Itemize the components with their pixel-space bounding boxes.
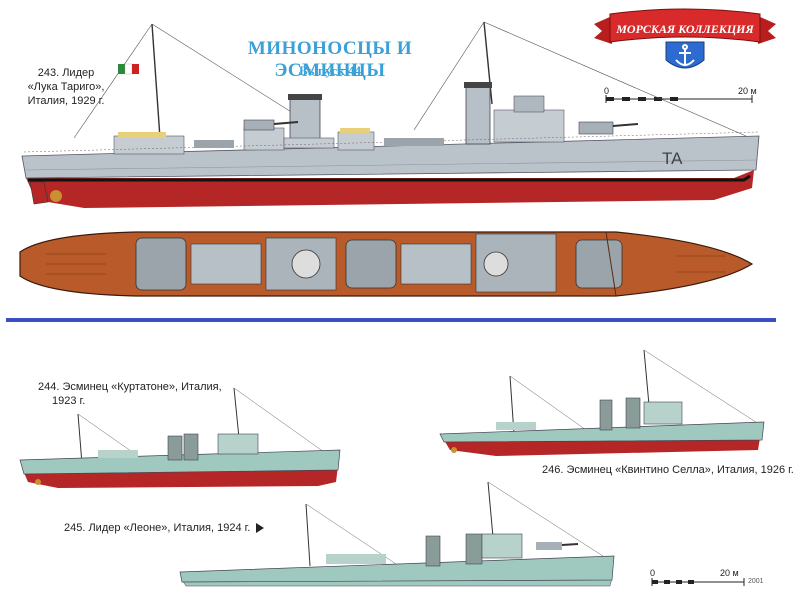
anchor-icon <box>675 44 695 66</box>
section-divider <box>6 318 776 322</box>
ship-243-profile: TA <box>21 21 760 208</box>
collection-logo: МОРСКАЯ КОЛЛЕКЦИЯ <box>594 8 776 69</box>
scale-bar-bottom: 0 20 м <box>650 568 760 590</box>
caption-ship-243: 243. Лидер «Лука Тариго», Италия, 1929 г… <box>27 67 105 107</box>
ship-244-profile <box>19 387 341 488</box>
page-title: МИНОНОСЦЫ И ЭСМИНЦЫ <box>247 38 413 81</box>
hull-marking-243: TA <box>662 149 683 168</box>
issue-number: Выпуск 44 <box>299 63 361 78</box>
ship-246-profile <box>439 349 765 456</box>
pointer-arrow-icon <box>256 523 265 534</box>
copyright-year: 2001 <box>748 578 764 585</box>
scale-bar-top: 0 20 м <box>604 86 774 106</box>
caption-ship-244: 244. Эсминец «Куртатоне», Италия, 1923 г… <box>38 381 222 407</box>
logo-banner-text: МОРСКАЯ КОЛЛЕКЦИЯ <box>615 22 754 36</box>
caption-ship-246: 246. Эсминец «Квинтино Селла», Италия, 1… <box>542 464 794 476</box>
ship-245-profile <box>179 481 615 587</box>
ship-243-deck-plan <box>19 231 754 297</box>
caption-ship-245: 245. Лидер «Леоне», Италия, 1924 г. <box>64 521 265 535</box>
